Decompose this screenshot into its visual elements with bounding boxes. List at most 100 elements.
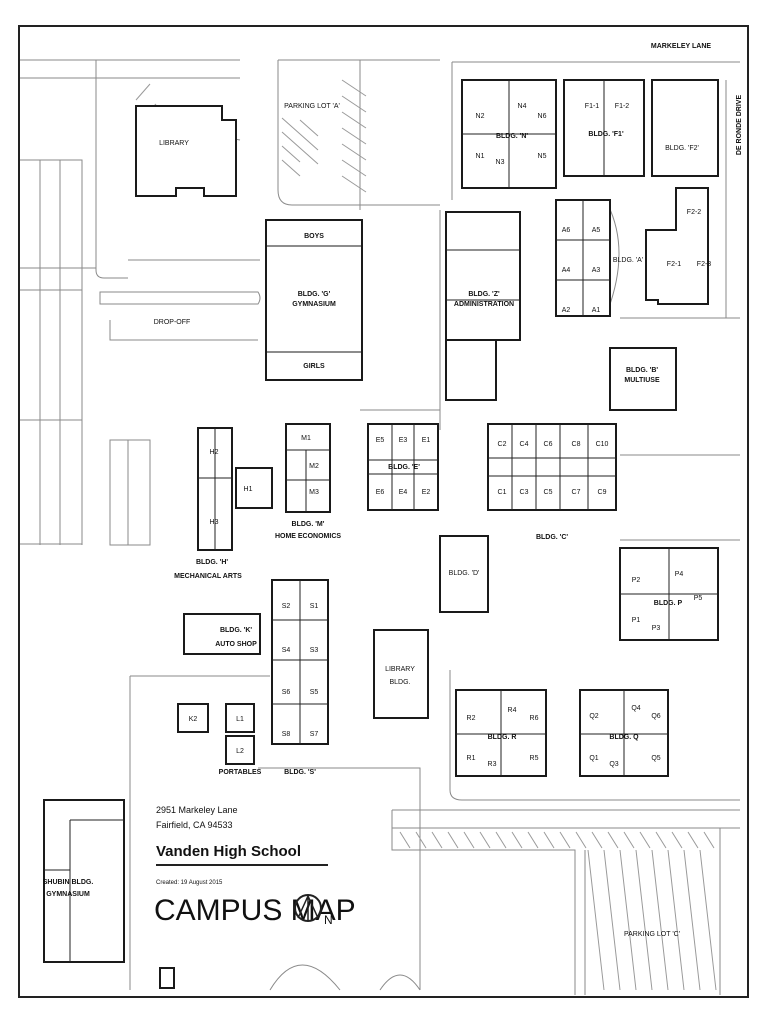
room-f2-2: F2-2 <box>687 209 702 216</box>
title-block: 2951 Markeley Lane Fairfield, CA 94533 V… <box>154 805 356 927</box>
north-arrow-icon: N <box>294 894 333 927</box>
parking-c-label: PARKING LOT 'C' <box>624 931 680 938</box>
room-c10: C10 <box>596 441 609 448</box>
shubin-building <box>43 799 125 963</box>
room-s3: S3 <box>310 647 319 654</box>
campus-map-title: CAMPUS MAP <box>154 894 356 927</box>
room-n1: N1 <box>476 153 485 160</box>
street-east: DE RONDE DRIVE <box>736 95 743 156</box>
room-k2: K2 <box>189 716 198 723</box>
room-e6: E6 <box>376 489 385 496</box>
administration-label: ADMINISTRATION <box>454 301 514 308</box>
room-m2: M2 <box>309 463 319 470</box>
room-s8: S8 <box>282 731 291 738</box>
map-frame <box>18 25 749 998</box>
room-r3: R3 <box>488 761 497 768</box>
l1-portable <box>225 703 255 733</box>
buildings <box>43 79 719 989</box>
room-n5: N5 <box>538 153 547 160</box>
f2-lower-building <box>645 187 709 305</box>
library-bldg-label: LIBRARY <box>385 666 415 673</box>
room-r2: R2 <box>467 715 476 722</box>
road-lines <box>20 59 740 995</box>
north-label: N <box>324 913 333 927</box>
shubin-gym-label: GYMNASIUM <box>46 891 90 898</box>
created-date: Created: 19 August 2015 <box>156 880 223 886</box>
room-h1: H1 <box>244 486 253 493</box>
room-e1: E1 <box>422 437 431 444</box>
library-bldg-sub: BLDG. <box>389 679 410 686</box>
room-q3: Q3 <box>609 761 618 768</box>
room-n4: N4 <box>518 103 527 110</box>
room-s5: S5 <box>310 689 319 696</box>
room-r4: R4 <box>508 707 517 714</box>
portables-label: PORTABLES <box>219 769 262 776</box>
bldg-f1-label: BLDG. 'F1' <box>588 131 624 138</box>
room-h3: H3 <box>210 519 219 526</box>
room-q5: Q5 <box>651 755 660 762</box>
bldg-n-label: BLDG. 'N' <box>496 133 528 140</box>
room-l1: L1 <box>236 716 244 723</box>
room-a6: A6 <box>562 227 571 234</box>
room-a5: A5 <box>592 227 601 234</box>
room-e5: E5 <box>376 437 385 444</box>
room-f2-1: F2-1 <box>667 261 682 268</box>
room-a2: A2 <box>562 307 571 314</box>
room-a1: A1 <box>592 307 601 314</box>
room-s2: S2 <box>282 603 291 610</box>
bldg-p-label: BLDG. P <box>654 600 683 607</box>
school-name: Vanden High School <box>156 843 301 860</box>
library-bldg <box>373 629 429 719</box>
room-m1: M1 <box>301 435 311 442</box>
e-building <box>367 423 439 511</box>
home-economics-label: HOME ECONOMICS <box>275 533 341 540</box>
room-r5: R5 <box>530 755 539 762</box>
room-c6: C6 <box>544 441 553 448</box>
room-c1: C1 <box>498 489 507 496</box>
bldg-e-label: BLDG. 'E' <box>388 464 420 471</box>
room-s7: S7 <box>310 731 319 738</box>
room-c7: C7 <box>572 489 581 496</box>
room-p2: P2 <box>632 577 641 584</box>
bldg-f2-label: BLDG. 'F2' <box>665 145 699 152</box>
bldg-z-label: BLDG. 'Z' <box>468 291 500 298</box>
bldg-m-label: BLDG. 'M' <box>292 521 325 528</box>
mechanical-arts-label: MECHANICAL ARTS <box>174 573 242 580</box>
multiuse-label: MULTIUSE <box>624 377 660 384</box>
b-building <box>609 347 677 411</box>
library-label: LIBRARY <box>159 140 189 147</box>
address-line-2: Fairfield, CA 94533 <box>156 820 233 830</box>
room-c3: C3 <box>520 489 529 496</box>
room-h2: H2 <box>210 449 219 456</box>
d-building <box>439 535 489 613</box>
room-c5: C5 <box>544 489 553 496</box>
room-a4: A4 <box>562 267 571 274</box>
bldg-b-label: BLDG. 'B' <box>626 367 658 374</box>
bldg-c-label: BLDG. 'C' <box>536 534 568 541</box>
room-e4: E4 <box>399 489 408 496</box>
bldg-h-label: BLDG. 'H' <box>196 559 228 566</box>
room-s4: S4 <box>282 647 291 654</box>
bldg-k-label: BLDG. 'K' <box>220 627 252 634</box>
room-c4: C4 <box>520 441 529 448</box>
room-p3: P3 <box>652 625 661 632</box>
room-f2-3: F2-3 <box>697 261 712 268</box>
room-r1: R1 <box>467 755 476 762</box>
bldg-r-label: BLDG. R <box>488 734 517 741</box>
shubin-label: SHUBIN BLDG. <box>43 879 94 886</box>
room-s1: S1 <box>310 603 319 610</box>
room-s6: S6 <box>282 689 291 696</box>
boys-label: BOYS <box>304 233 324 240</box>
m-building <box>285 423 331 513</box>
girls-label: GIRLS <box>303 363 325 370</box>
parking-a-label: PARKING LOT 'A' <box>284 103 340 110</box>
room-n3: N3 <box>496 159 505 166</box>
gym-building <box>265 219 363 381</box>
bldg-a-label: BLDG. 'A' <box>613 257 643 264</box>
room-q6: Q6 <box>651 713 660 720</box>
room-a3: A3 <box>592 267 601 274</box>
dropoff-label: DROP-OFF <box>154 319 191 326</box>
room-m3: M3 <box>309 489 319 496</box>
bldg-q-label: BLDG. Q <box>609 734 639 741</box>
